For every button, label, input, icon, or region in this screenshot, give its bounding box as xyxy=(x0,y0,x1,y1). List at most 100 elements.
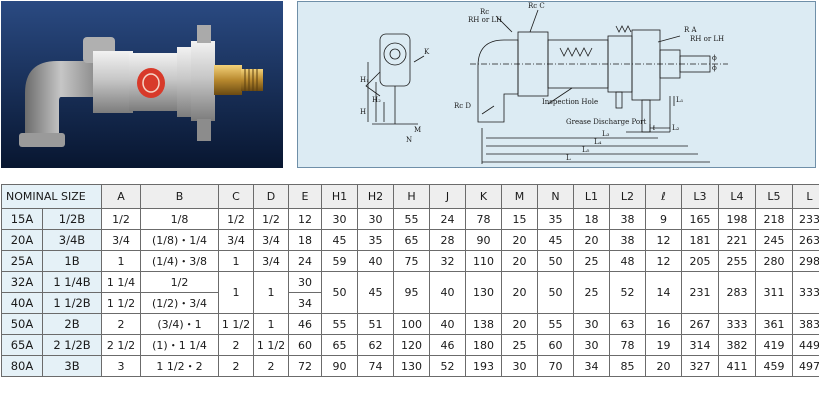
cell-h: 130 xyxy=(393,355,430,377)
cell-l4: 382 xyxy=(718,334,756,356)
cell-l: 233 xyxy=(792,208,819,230)
cell-j: 52 xyxy=(429,355,466,377)
label-k: K xyxy=(424,48,430,56)
cell-l5: 459 xyxy=(755,355,793,377)
cell-ell: 20 xyxy=(645,355,682,377)
cell-nominal-b: 1/2B xyxy=(42,208,102,230)
cell-ell: 9 xyxy=(645,208,682,230)
cell-h2: 51 xyxy=(357,313,394,335)
header-l1: L1 xyxy=(573,184,610,209)
cell-nominal-b: 1 1/4B xyxy=(42,271,102,293)
header-nominal-size: NOMINAL SIZE xyxy=(1,184,102,209)
cell-l1: 34 xyxy=(573,355,610,377)
header-h: H xyxy=(393,184,430,209)
cell-h2: 35 xyxy=(357,229,394,251)
table-row: 32A 1 1/4B 1 1/4 1/2 1 1 30 50 45 95 40 … xyxy=(1,271,819,314)
label-l5: L₅ xyxy=(582,146,590,154)
table-row: 65A 2 1/2B 2 1/2 (1)・1 1/4 2 1 1/2 60 65… xyxy=(1,334,819,356)
label-rc: Rc xyxy=(480,8,489,16)
cell-l2: 38 xyxy=(609,208,646,230)
label-h2: H₂ xyxy=(372,96,381,104)
cell-m: 20 xyxy=(501,250,538,272)
cell-n: 35 xyxy=(537,208,574,230)
cell-nominal-a: 15A xyxy=(1,208,43,230)
cell-b: (1/4)・3/8 xyxy=(140,250,219,272)
cell-c: 2 xyxy=(218,355,254,377)
cell-h1: 90 xyxy=(321,355,358,377)
header-b: B xyxy=(140,184,219,209)
cell-ell: 16 xyxy=(645,313,682,335)
table-row: 80A 3B 3 1 1/2・2 2 2 72 90 74 130 52 193… xyxy=(1,355,819,377)
cell-l2-merged: 52 xyxy=(609,271,646,314)
cell-l5: 361 xyxy=(755,313,793,335)
label-l2: L₂ xyxy=(672,124,680,132)
header-ell: ℓ xyxy=(645,184,682,209)
spec-table: NOMINAL SIZE A B C D E H1 H2 H J K M N L… xyxy=(1,184,819,377)
cell-m: 25 xyxy=(501,334,538,356)
cell-nominal-a: 20A xyxy=(1,229,43,251)
cell-k: 180 xyxy=(465,334,502,356)
cell-b: 1/2 xyxy=(140,271,219,293)
cell-l2: 85 xyxy=(609,355,646,377)
cell-l5: 280 xyxy=(755,250,793,272)
cell-b: (1/2)・3/4 xyxy=(140,292,219,314)
cell-l1: 30 xyxy=(573,313,610,335)
table-row: 50A 2B 2 (3/4)・1 1 1/2 1 46 55 51 100 40… xyxy=(1,313,819,335)
cell-e: 60 xyxy=(288,334,322,356)
cell-h: 75 xyxy=(393,250,430,272)
cell-d: 1/2 xyxy=(253,208,289,230)
cell-k: 90 xyxy=(465,229,502,251)
product-photo xyxy=(1,1,283,168)
cell-h2: 30 xyxy=(357,208,394,230)
cell-k: 193 xyxy=(465,355,502,377)
cell-l4: 333 xyxy=(718,313,756,335)
cell-l3-merged: 231 xyxy=(681,271,719,314)
cell-a: 3/4 xyxy=(101,229,141,251)
cell-a: 1 xyxy=(101,250,141,272)
cell-l1-merged: 25 xyxy=(573,271,610,314)
cell-h1: 30 xyxy=(321,208,358,230)
header-n: N xyxy=(537,184,574,209)
cell-j: 40 xyxy=(429,313,466,335)
cell-m: 30 xyxy=(501,355,538,377)
label-l4: L₄ xyxy=(594,138,602,146)
cell-nominal-a: 80A xyxy=(1,355,43,377)
cell-n: 45 xyxy=(537,229,574,251)
cell-l4-merged: 283 xyxy=(718,271,756,314)
cell-c: 3/4 xyxy=(218,229,254,251)
table-row: 25A 1B 1 (1/4)・3/8 1 3/4 24 59 40 75 32 … xyxy=(1,250,819,272)
logo-badge-icon xyxy=(137,68,165,98)
cell-b: 1 1/2・2 xyxy=(140,355,219,377)
cell-l1: 25 xyxy=(573,250,610,272)
cell-l: 298 xyxy=(792,250,819,272)
cell-a: 1 1/2 xyxy=(101,292,141,314)
header-l5: L5 xyxy=(755,184,793,209)
cell-n: 60 xyxy=(537,334,574,356)
label-diameter-1: ϕ xyxy=(712,54,717,62)
header-l2: L2 xyxy=(609,184,646,209)
header-k: K xyxy=(465,184,502,209)
rotary-joint-photo xyxy=(1,1,283,168)
label-grease-port: Grease Discharge Port xyxy=(566,118,646,126)
cell-k: 78 xyxy=(465,208,502,230)
label-l: L xyxy=(566,154,571,162)
cell-ell-merged: 14 xyxy=(645,271,682,314)
header-j: J xyxy=(429,184,466,209)
table-row: 15A 1/2B 1/2 1/8 1/2 1/2 12 30 30 55 24 … xyxy=(1,208,819,230)
label-l1: L₁ xyxy=(676,96,684,104)
label-rc-c: Rc C xyxy=(528,2,545,10)
cell-h-merged: 95 xyxy=(393,271,430,314)
cell-l5-merged: 311 xyxy=(755,271,793,314)
header-e: E xyxy=(288,184,322,209)
cell-e: 24 xyxy=(288,250,322,272)
cell-nominal-a: 40A xyxy=(1,292,43,314)
cell-l3: 205 xyxy=(681,250,719,272)
cell-l3: 327 xyxy=(681,355,719,377)
cell-h1: 45 xyxy=(321,229,358,251)
cell-l: 263 xyxy=(792,229,819,251)
cell-m: 15 xyxy=(501,208,538,230)
cell-j: 24 xyxy=(429,208,466,230)
label-h: H xyxy=(360,108,366,116)
cell-c: 1 xyxy=(218,250,254,272)
cell-k-merged: 130 xyxy=(465,271,502,314)
